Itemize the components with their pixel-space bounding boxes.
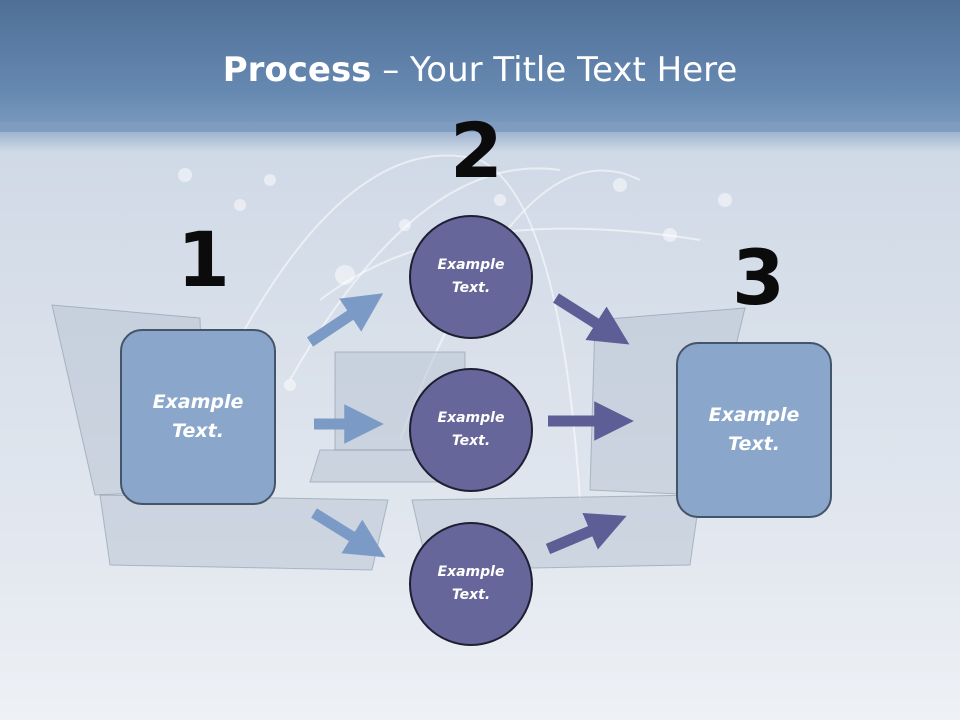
step-3-box: Example Text. (676, 342, 832, 518)
step-2-circle-top: Example Text. (409, 215, 533, 339)
title-bar-fade (0, 122, 960, 152)
step-1-box: Example Text. (120, 329, 276, 505)
arrow-step1-to-top (306, 293, 384, 347)
step-2-circle-bottom: Example Text. (409, 522, 533, 646)
step-1-number: 1 (177, 215, 230, 304)
step-2-number: 2 (450, 106, 503, 195)
title-bold: Process (222, 50, 372, 90)
title-rest: – Your Title Text Here (371, 50, 738, 90)
step-3-number: 3 (732, 233, 785, 322)
step-3-text: Example Text. (708, 404, 800, 455)
arrow-bottom-to-step3 (545, 512, 627, 555)
step-1-text: Example Text. (152, 391, 244, 442)
step-2-text-bottom: Example Text. (437, 564, 505, 603)
step-2-text-middle: Example Text. (437, 410, 505, 449)
title-bar (0, 0, 960, 132)
slide-title: Process – Your Title Text Here (0, 50, 960, 90)
arrow-step1-to-bottom (311, 508, 386, 558)
step-2-circle-middle: Example Text. (409, 368, 533, 492)
arrow-top-to-step3 (553, 293, 630, 345)
step-2-text-top: Example Text. (437, 257, 505, 296)
